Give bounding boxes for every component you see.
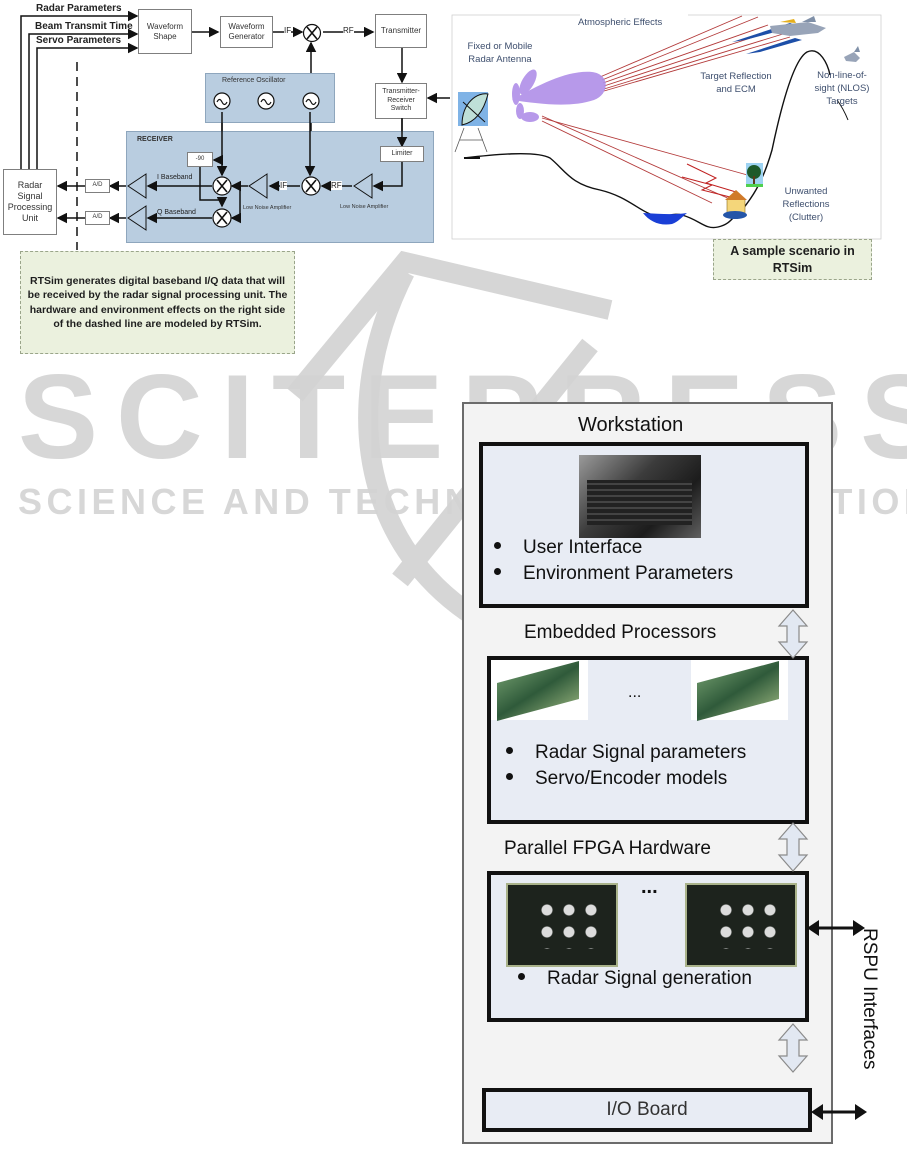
workstation-title: Workstation (578, 414, 684, 436)
workstation-bullet-1: User Interface (494, 537, 642, 559)
scenario-caption: A sample scenario in RTSim (713, 239, 872, 280)
embedded-bullet-2: Servo/Encoder models (506, 768, 727, 790)
inter-stage-arrows (777, 609, 809, 1073)
input-label-servo-parameters: Servo Parameters (36, 35, 122, 46)
double-arrow-icon-3 (777, 1023, 809, 1073)
nlos-jet-icon (844, 46, 860, 62)
embedded-ellipsis: ... (628, 684, 642, 701)
q-baseband-label: Q Baseband (157, 209, 196, 216)
ad-converter-i: A/D (85, 179, 110, 193)
embedded-board-image-1 (491, 660, 588, 721)
nlos-targets-label: Non-line-of-sight (NLOS) Targets (814, 70, 870, 107)
oscillators (213, 92, 320, 110)
scenario-drawing (451, 8, 882, 240)
fpga-ellipsis: ... (641, 876, 658, 898)
double-arrow-icon-1 (777, 609, 809, 659)
workstation-bullet-2: Environment Parameters (494, 563, 733, 585)
if-rx-label: IF (280, 181, 288, 190)
waveform-shape-block: Waveform Shape (138, 9, 192, 54)
water-icon (643, 213, 687, 225)
wire-radar-parameters (20, 10, 139, 172)
q-baseband-amp-icon (127, 205, 147, 231)
reference-oscillator-title: Reference Oscillator (222, 77, 286, 84)
transmitter-block: Transmitter (375, 14, 427, 48)
i-baseband-label: I Baseband (157, 174, 193, 181)
tree-icon (746, 163, 763, 187)
antenna-label: Fixed or Mobile Radar Antenna (467, 41, 533, 65)
lna-2-icon (353, 173, 373, 199)
rtsim-note: RTSim generates digital baseband I/Q dat… (20, 251, 295, 354)
waveform-generator-block: Waveform Generator (220, 16, 273, 48)
rspu-interfaces-label: RSPU Interfaces (859, 928, 880, 1070)
receiver-wires (127, 112, 408, 231)
lna-1-label: Low Noise Amplifier (243, 205, 292, 211)
terrain-line (463, 50, 831, 229)
wire-servo-parameters (36, 42, 139, 172)
io-board-box: I/O Board (482, 1088, 812, 1132)
radar-antenna-icon (454, 92, 489, 153)
watermark-swoosh-top (287, 250, 613, 402)
lna-1-icon (248, 173, 268, 199)
fpga-board-image-2 (685, 883, 797, 967)
rf-tx-label: RF (343, 26, 354, 35)
limiter-block: Limiter (380, 146, 424, 162)
right-arrowhead-icon (853, 920, 865, 936)
i-baseband-amp-icon (127, 173, 147, 199)
embedded-processors-title: Embedded Processors (524, 622, 717, 643)
rf-rx-label: RF (331, 181, 342, 190)
house-icon (723, 190, 747, 219)
fpga-board-image-1 (506, 883, 618, 967)
embedded-bullet-1: Radar Signal parameters (506, 742, 746, 764)
input-label-beam-transmit-time: Beam Transmit Time (35, 21, 133, 32)
rx-mixers (212, 176, 321, 228)
lna-2-label: Low Noise Amplifier (340, 204, 389, 210)
rspu-interface-arrows (807, 920, 867, 1120)
atmospheric-effects-label: Atmospheric Effects (578, 17, 663, 28)
phase-shift-block: -90 (187, 152, 213, 167)
wire-beam-transmit-time (28, 28, 139, 172)
clutter-rays (541, 115, 752, 204)
nlos-terrain (836, 99, 849, 121)
tr-switch-block: Transmitter-Receiver Switch (375, 83, 427, 119)
fighter-jet-icon (770, 16, 826, 36)
input-label-radar-parameters: Radar Parameters (36, 3, 122, 14)
target-reflection-label: Target Reflection and ECM (700, 71, 772, 95)
radar-signal-processing-unit-block: Radar Signal Processing Unit (3, 169, 57, 235)
double-arrow-icon-2 (777, 822, 809, 872)
ecm-zigzag-icon (681, 163, 737, 198)
fpga-title: Parallel FPGA Hardware (504, 838, 711, 859)
clutter-label: Unwanted Reflections (Clutter) (782, 186, 830, 223)
radar-beam-icon (512, 69, 606, 122)
fpga-bullet-1: Radar Signal generation (518, 968, 752, 990)
receiver-title: RECEIVER (137, 136, 173, 143)
tx-mixer-icon (302, 23, 322, 43)
workstation-image (579, 455, 701, 538)
left-arrowhead-icon (807, 920, 819, 936)
ad-converter-q: A/D (85, 211, 110, 225)
embedded-board-image-2 (691, 660, 788, 721)
if-tx-label: IF (284, 26, 292, 35)
